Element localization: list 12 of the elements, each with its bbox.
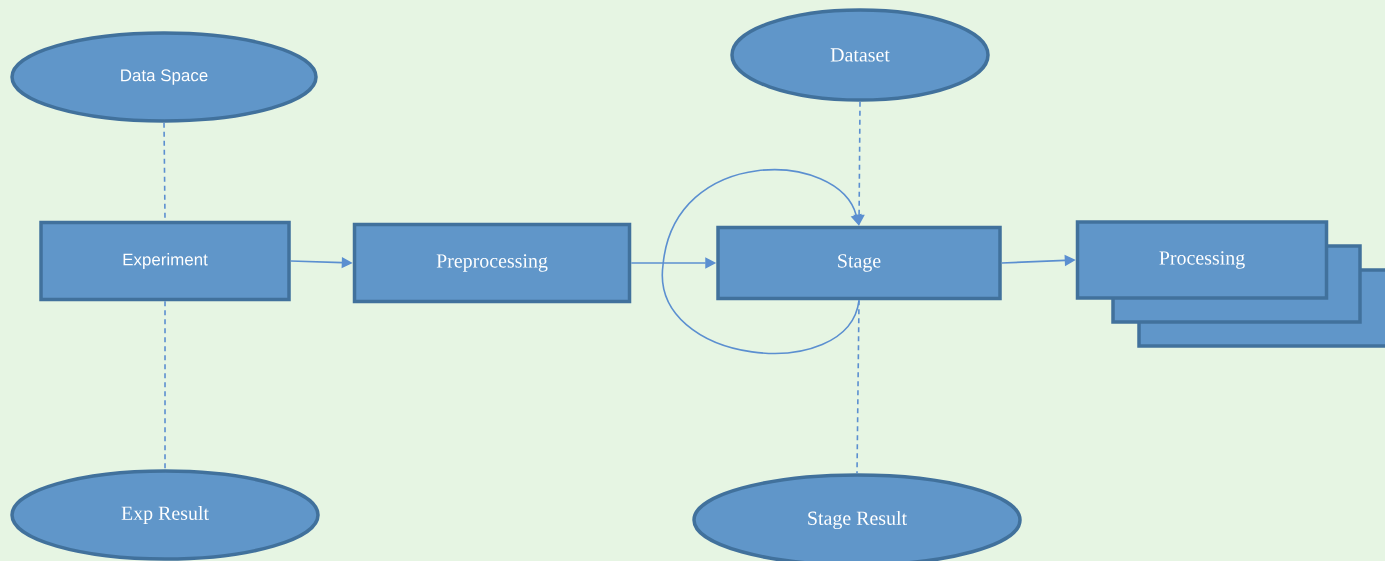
- ellipse-node: Dataset: [730, 8, 990, 102]
- connector-line: [164, 300, 166, 471]
- process-box: Experiment: [39, 220, 291, 302]
- ellipse-node: Exp Result: [10, 469, 320, 561]
- process-box: Stage: [716, 225, 1002, 301]
- connector-line: [856, 299, 860, 475]
- stacked-process-box: Processing: [1075, 220, 1385, 348]
- process-box: Preprocessing: [352, 222, 632, 304]
- node-label: Processing: [1159, 251, 1245, 269]
- ellipse-node: Stage Result: [692, 473, 1022, 561]
- arrow: [662, 169, 862, 355]
- ellipse-node: Data Space: [10, 31, 318, 123]
